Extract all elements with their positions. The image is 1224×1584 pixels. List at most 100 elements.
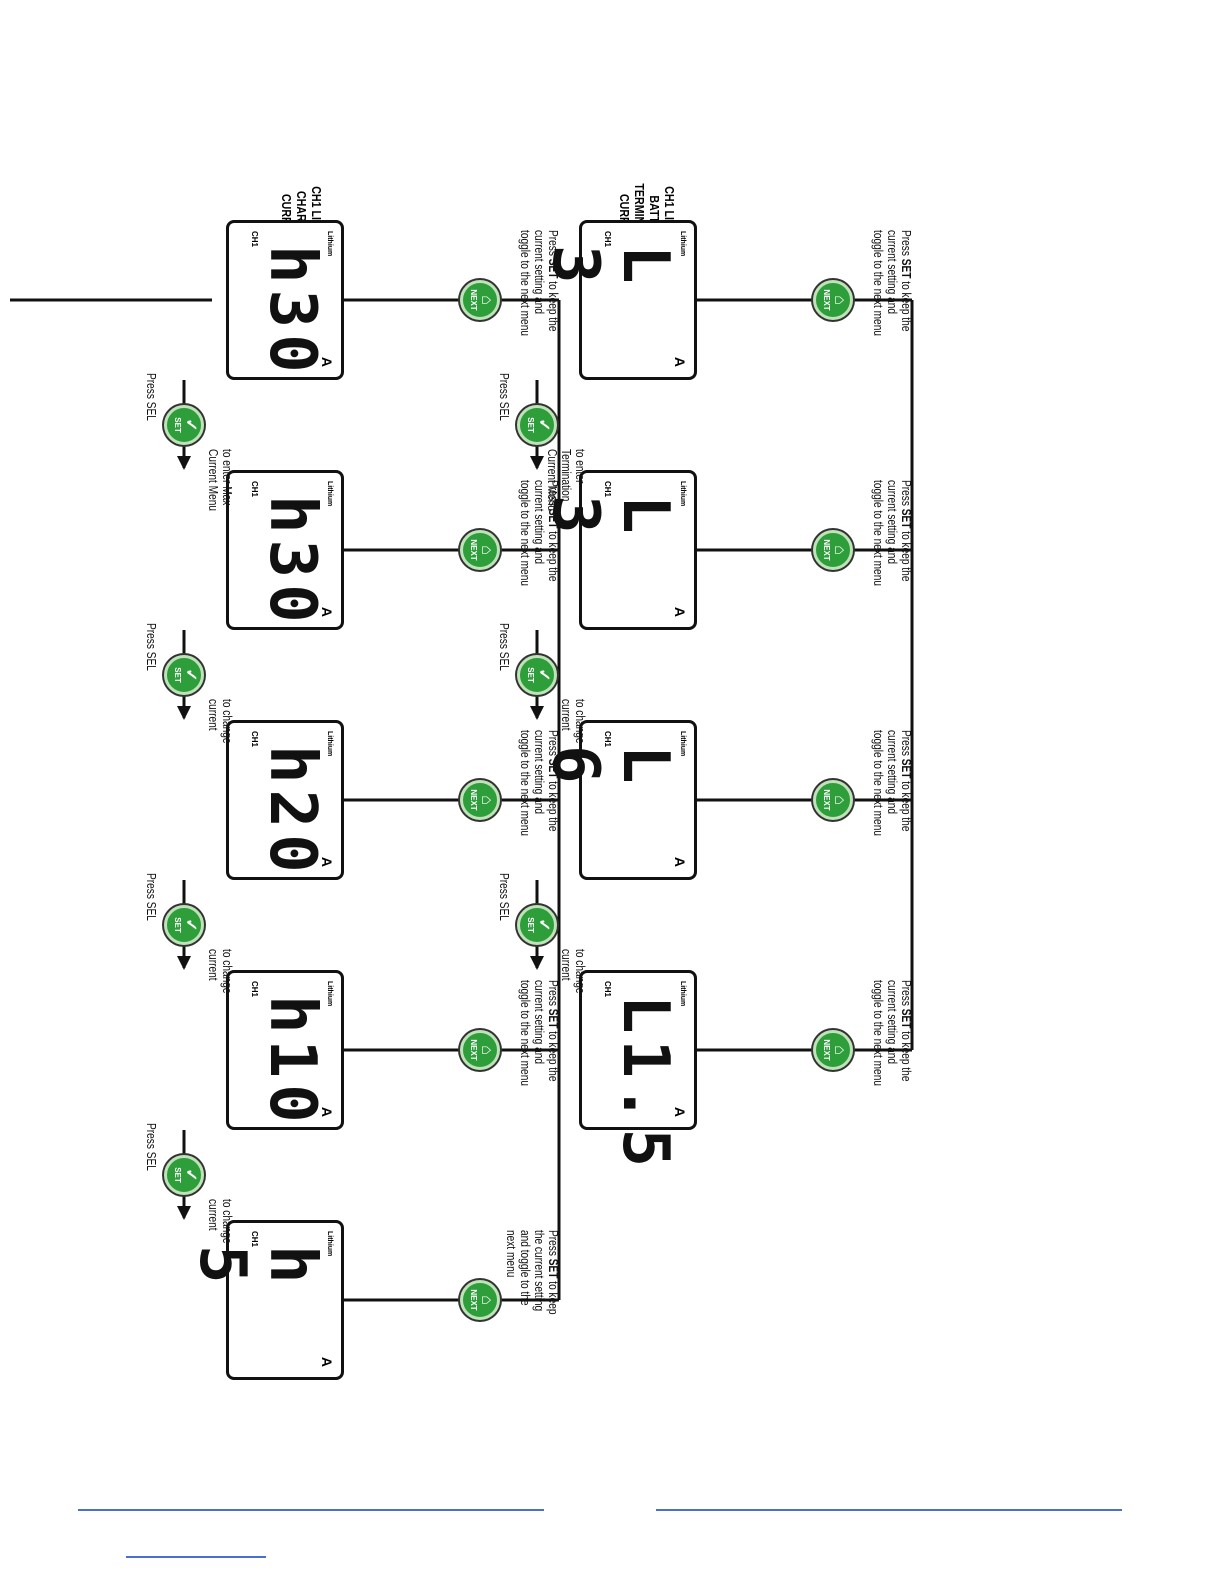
next-glyph-icon: ⌂ xyxy=(478,795,495,805)
sel-caption-top-r2-2: Press SEL xyxy=(497,623,512,671)
set-button-label: SET xyxy=(526,667,535,683)
next-button-r1-1[interactable]: ⌂NEXT xyxy=(460,280,500,320)
next-button-r1-3[interactable]: ⌂NEXT xyxy=(460,780,500,820)
lcd-reading: L 6 xyxy=(538,745,682,790)
next-button-label: NEXT xyxy=(469,289,478,311)
sel-arrow-r1-1 xyxy=(177,456,191,470)
lcd-unit: A xyxy=(319,1106,335,1117)
next-button-r1-2[interactable]: ⌂NEXT xyxy=(460,530,500,570)
sel-arrow-r2-1 xyxy=(530,456,544,470)
sel-caption-top-r1-4: Press SEL xyxy=(144,1123,159,1171)
next-glyph-icon: ⌂ xyxy=(831,1045,848,1055)
next-button-r2-1[interactable]: ⌂NEXT xyxy=(813,280,853,320)
next-glyph-icon: ⌂ xyxy=(831,295,848,305)
next-button-r1-5[interactable]: ⌂NEXT xyxy=(460,1280,500,1320)
sel-arrow-r2-2 xyxy=(530,706,544,720)
set-button-label: SET xyxy=(173,417,182,433)
next-glyph-icon: ⌂ xyxy=(478,1295,495,1305)
set-button-label: SET xyxy=(173,1167,182,1183)
sel-button-r2-2[interactable]: ✓SET xyxy=(517,655,557,695)
sel-caption-top-r1-1: Press SEL xyxy=(144,373,159,421)
lcd-unit: A xyxy=(672,856,688,867)
set-glyph-icon: ✓ xyxy=(535,668,552,682)
sel-caption-top-r2-3: Press SEL xyxy=(497,873,512,921)
next-button-label: NEXT xyxy=(822,1039,831,1061)
set-glyph-icon: ✓ xyxy=(182,668,199,682)
next-glyph-icon: ⌂ xyxy=(478,295,495,305)
footer-rule-right xyxy=(656,1509,1122,1511)
next-glyph-icon: ⌂ xyxy=(478,545,495,555)
sel-button-r1-3[interactable]: ✓SET xyxy=(164,905,204,945)
next-button-label: NEXT xyxy=(469,539,478,561)
lcd-reading: h30 xyxy=(255,495,329,629)
set-button-label: SET xyxy=(526,417,535,433)
sel-caption-top-r1-2: Press SEL xyxy=(144,623,159,671)
lcd-unit: A xyxy=(319,356,335,367)
footer-rule-left xyxy=(78,1509,544,1511)
next-glyph-icon: ⌂ xyxy=(478,1045,495,1055)
lcd-unit: A xyxy=(319,1356,335,1367)
next-button-label: NEXT xyxy=(469,1039,478,1061)
sel-button-r1-4[interactable]: ✓SET xyxy=(164,1155,204,1195)
sel-button-r2-3[interactable]: ✓SET xyxy=(517,905,557,945)
footer-rule-short xyxy=(126,1556,266,1558)
next-button-r2-2[interactable]: ⌂NEXT xyxy=(813,530,853,570)
sel-caption-top-r1-3: Press SEL xyxy=(144,873,159,921)
next-button-label: NEXT xyxy=(822,789,831,811)
lcd-reading: h20 xyxy=(255,745,329,879)
next-button-label: NEXT xyxy=(469,1289,478,1311)
set-button-label: SET xyxy=(526,917,535,933)
next-button-label: NEXT xyxy=(822,289,831,311)
sel-button-r1-1[interactable]: ✓SET xyxy=(164,405,204,445)
lcd-unit: A xyxy=(319,606,335,617)
lcd-unit: A xyxy=(672,606,688,617)
set-button-label: SET xyxy=(173,917,182,933)
sel-arrow-r1-2 xyxy=(177,706,191,720)
next-glyph-icon: ⌂ xyxy=(831,545,848,555)
next-button-label: NEXT xyxy=(822,539,831,561)
next-button-r1-4[interactable]: ⌂NEXT xyxy=(460,1030,500,1070)
set-glyph-icon: ✓ xyxy=(182,918,199,932)
lcd-reading: h 5 xyxy=(185,1245,329,1290)
sel-arrow-r2-3 xyxy=(530,956,544,970)
lcd-reading: h30 xyxy=(255,245,329,379)
set-glyph-icon: ✓ xyxy=(535,918,552,932)
next-button-r2-3[interactable]: ⌂NEXT xyxy=(813,780,853,820)
set-button-label: SET xyxy=(173,667,182,683)
lcd-reading: L 3 xyxy=(538,495,682,540)
sel-caption-top-r2-1: Press SEL xyxy=(497,373,512,421)
lcd-unit: A xyxy=(672,1106,688,1117)
lcd-reading: h10 xyxy=(255,995,329,1129)
sel-arrow-r1-4 xyxy=(177,1206,191,1220)
next-button-label: NEXT xyxy=(469,789,478,811)
lcd-unit: A xyxy=(672,356,688,367)
lcd-unit: A xyxy=(319,856,335,867)
sel-button-r1-2[interactable]: ✓SET xyxy=(164,655,204,695)
sel-button-r2-1[interactable]: ✓SET xyxy=(517,405,557,445)
next-glyph-icon: ⌂ xyxy=(831,795,848,805)
lcd-reading: L1.5 xyxy=(608,995,682,1174)
next-button-r2-4[interactable]: ⌂NEXT xyxy=(813,1030,853,1070)
